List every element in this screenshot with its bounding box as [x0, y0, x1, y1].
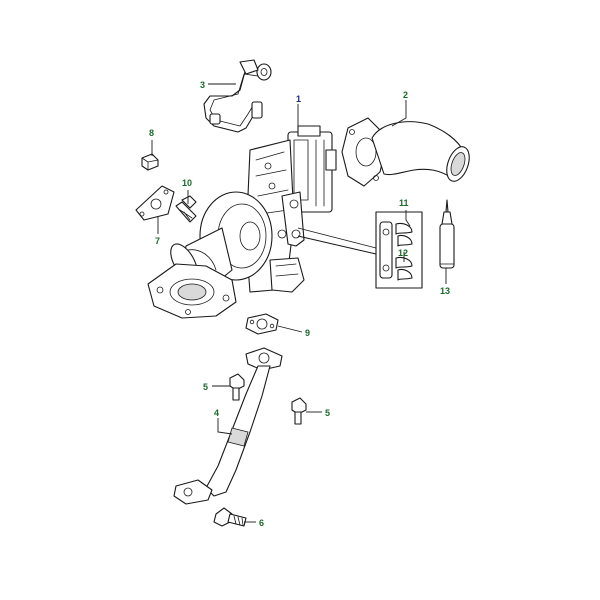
outlet-elbow-pipe[interactable] [341, 117, 474, 187]
callout-6: 6 [259, 518, 264, 528]
oil-feed-pipe[interactable] [203, 59, 272, 133]
turbocharger-assembly[interactable] [147, 125, 337, 319]
seal-ring-11[interactable] [395, 222, 413, 235]
bolt-6[interactable] [213, 507, 247, 527]
callout-3: 3 [200, 80, 205, 90]
callout-11: 11 [399, 198, 409, 208]
drain-pipe-gasket[interactable] [245, 313, 279, 335]
callout-10: 10 [182, 178, 192, 188]
oil-drain-pipe[interactable] [173, 347, 283, 505]
leader-lines [151, 83, 447, 523]
inset-gasket[interactable] [379, 221, 393, 279]
callout-2: 2 [403, 90, 408, 100]
gasket-kit-inset [375, 211, 423, 289]
callout-12: 12 [398, 248, 408, 258]
callout-8: 8 [149, 128, 154, 138]
bolt-5-lower[interactable] [291, 397, 307, 425]
callout-9: 9 [305, 328, 310, 338]
seal-ring-12[interactable] [395, 256, 413, 269]
callout-7: 7 [155, 236, 160, 246]
sealant-tube[interactable] [439, 199, 455, 269]
callout-4: 4 [214, 408, 219, 418]
bolt-5-upper[interactable] [229, 373, 245, 401]
stud-nut[interactable] [141, 153, 159, 171]
callout-5-upper: 5 [203, 382, 208, 392]
callout-5-lower: 5 [325, 408, 330, 418]
callout-13: 13 [440, 286, 450, 296]
bolt-10[interactable] [175, 195, 197, 223]
oil-drain-gasket[interactable] [135, 185, 175, 221]
callout-labels: 1 2 3 4 5 5 6 7 8 9 10 11 12 13 [149, 80, 450, 528]
callout-1: 1 [296, 94, 301, 104]
